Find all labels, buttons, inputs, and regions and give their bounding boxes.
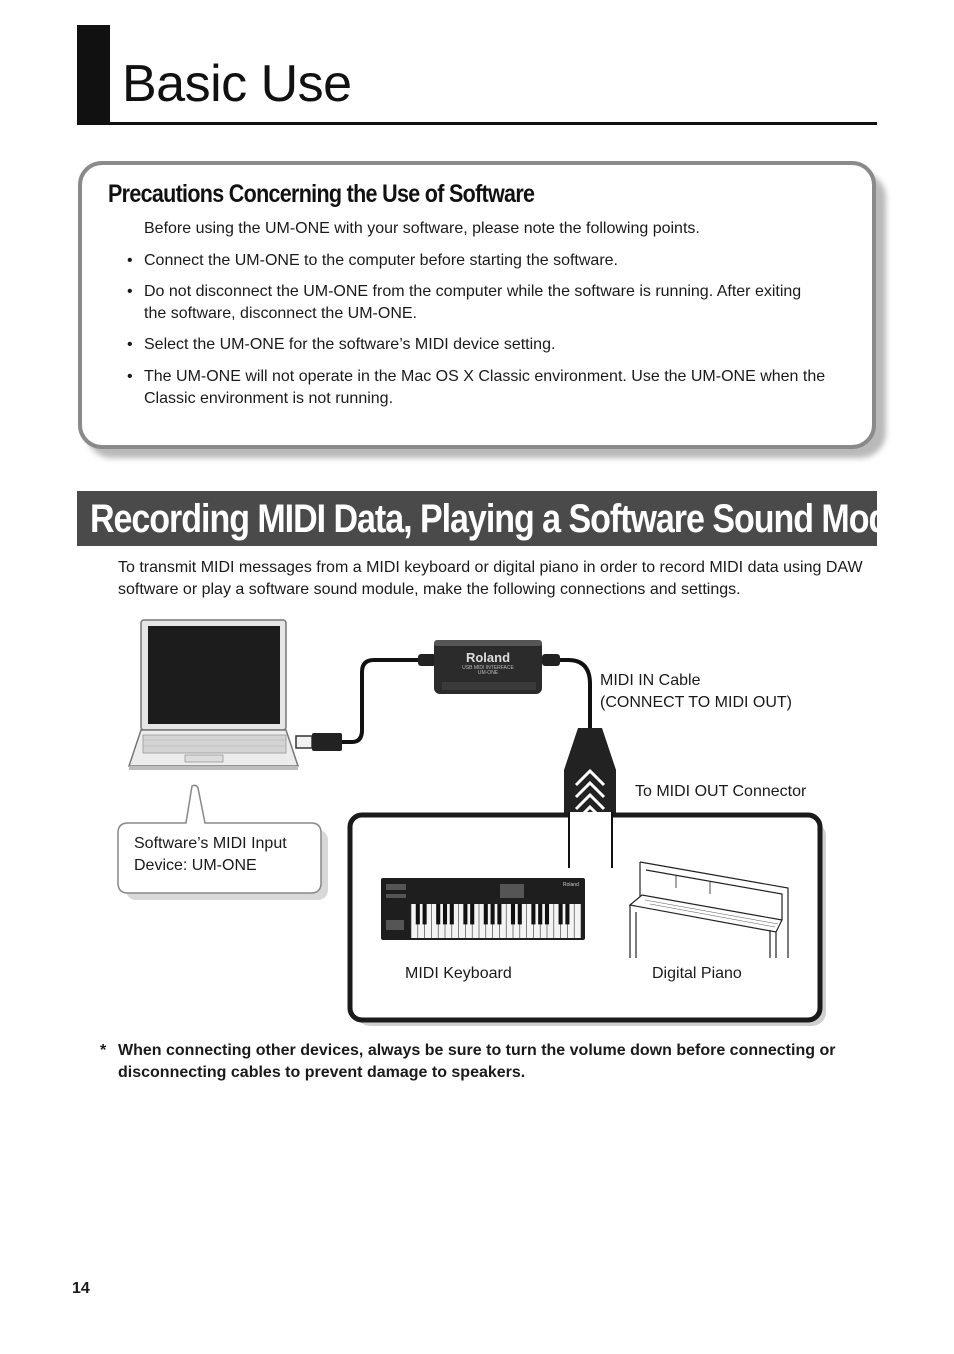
precaution-item: The UM-ONE will not operate in the Mac O…	[144, 366, 844, 410]
keyboard-black-key	[470, 904, 474, 924]
section-intro: To transmit MIDI messages from a MIDI ke…	[118, 557, 878, 601]
precaution-item: Connect the UM-ONE to the computer befor…	[144, 250, 844, 272]
keyboard-black-key	[545, 904, 549, 924]
um-one-interface: Roland USB MIDI INTERFACE UM-ONE	[434, 640, 560, 694]
page-title: Basic Use	[122, 52, 352, 116]
connection-diagram: Roland USB MIDI INTERFACE UM-ONE	[0, 600, 954, 1040]
keyboard-black-key	[511, 904, 515, 924]
keyboard-black-key	[531, 904, 535, 924]
keyboard-black-key	[443, 904, 447, 924]
warning-symbol: *	[100, 1040, 106, 1062]
midi-keyboard-illustration: Roland	[381, 878, 585, 940]
laptop-illustration	[129, 620, 298, 770]
keyboard-brand: Roland	[563, 882, 579, 888]
precaution-item: Select the UM-ONE for the software’s MID…	[144, 334, 844, 356]
precautions-heading: Precautions Concerning the Use of Softwa…	[108, 180, 534, 209]
warning-note: When connecting other devices, always be…	[118, 1040, 878, 1084]
midi-keyboard-label: MIDI Keyboard	[405, 963, 512, 985]
keyboard-black-key	[559, 904, 563, 924]
keyboard-black-key	[497, 904, 501, 924]
keyboard-black-key	[450, 904, 454, 924]
bullet-symbol: •	[127, 334, 133, 356]
bullet-symbol: •	[127, 250, 133, 272]
keyboard-black-key	[463, 904, 467, 924]
title-rule	[77, 122, 877, 125]
bullet-symbol: •	[127, 366, 133, 388]
bullet-symbol: •	[127, 281, 133, 303]
digital-piano-label: Digital Piano	[652, 963, 742, 985]
keyboard-black-key	[484, 904, 488, 924]
keyboard-black-key	[565, 904, 569, 924]
callout-text-line1: Software’s MIDI Input	[134, 833, 287, 855]
callout-text-line2: Device: UM-ONE	[134, 855, 257, 877]
keyboard-black-key	[538, 904, 542, 924]
interface-line2: UM-ONE	[478, 670, 499, 676]
precaution-item: Do not disconnect the UM-ONE from the co…	[144, 281, 824, 325]
keyboard-black-key	[491, 904, 495, 924]
midi-in-cable-note: (CONNECT TO MIDI OUT)	[600, 692, 792, 714]
keyboard-black-key	[423, 904, 427, 924]
usb-cable	[296, 654, 436, 751]
precautions-intro: Before using the UM-ONE with your softwa…	[144, 218, 700, 240]
keyboard-black-key	[518, 904, 522, 924]
keyboard-black-key	[416, 904, 420, 924]
page-number: 14	[72, 1280, 90, 1298]
section-title: Recording MIDI Data, Playing a Software …	[90, 493, 934, 545]
midi-in-cable-label: MIDI IN Cable	[600, 670, 700, 692]
keyboard-black-key	[436, 904, 440, 924]
title-accent-bar	[77, 25, 110, 123]
interface-brand: Roland	[466, 650, 510, 665]
midi-out-connector-label: To MIDI OUT Connector	[635, 781, 806, 803]
